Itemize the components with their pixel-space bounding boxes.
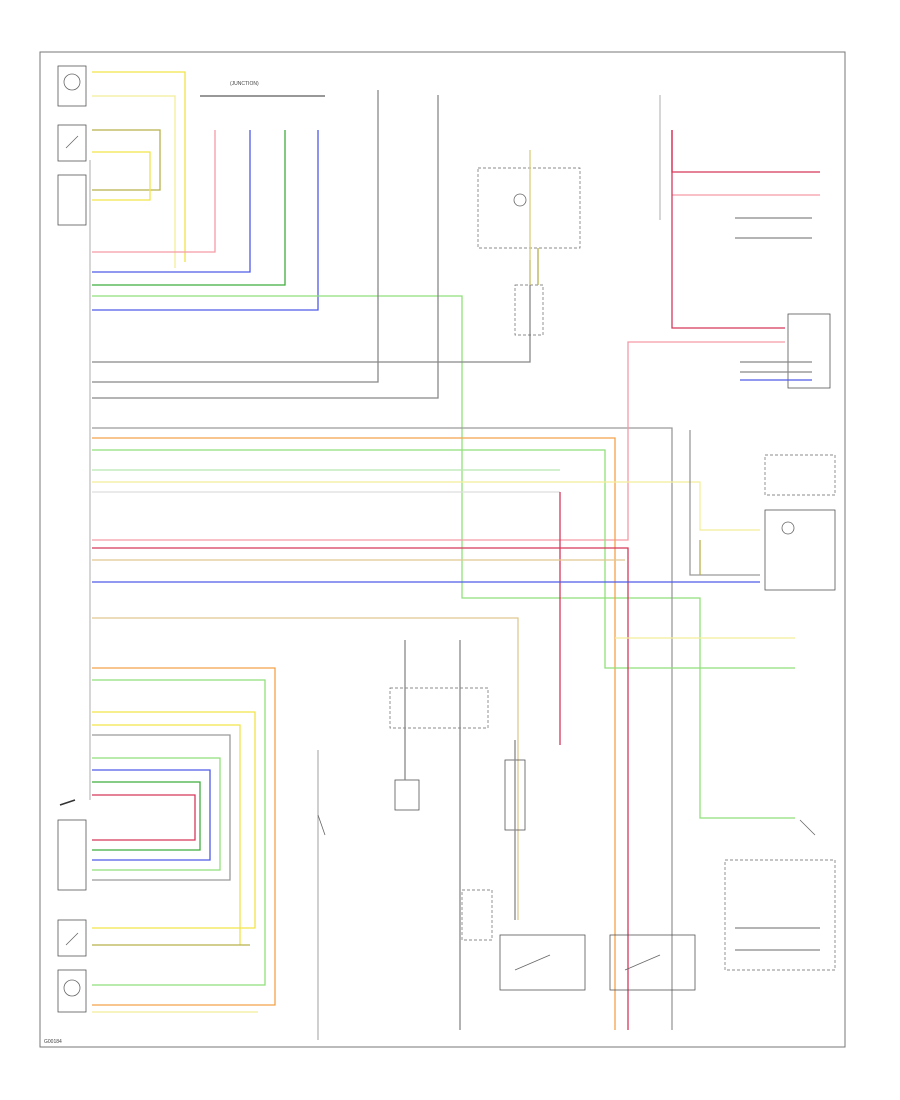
seat-belt-switch-box	[764, 454, 836, 496]
occupant-sensor-right-box	[724, 859, 836, 971]
wire-group-main	[92, 430, 795, 1030]
left-pretensioner-box	[57, 174, 87, 226]
ground-symbol-icon	[59, 799, 76, 806]
right-pretensioner-switch-icon	[65, 932, 79, 946]
spiral-cable-box	[394, 779, 420, 811]
occupant-classification-box	[764, 509, 836, 591]
combination-meter-box	[477, 167, 581, 249]
right-side-airbag-icon	[63, 979, 81, 997]
meter-lamp-icon	[513, 193, 527, 207]
left-front-sensor-switch-icon	[514, 954, 551, 971]
wire-group-fuse	[92, 90, 673, 1030]
right-lower-switch-icon	[799, 819, 816, 836]
diagram-frame	[39, 51, 846, 1048]
occupant-sensor-icon	[781, 521, 795, 535]
left-front-airbag-sensor-box	[499, 934, 586, 991]
center-airbag-sensor-box	[389, 687, 489, 729]
footer-code: G00184	[44, 1039, 62, 1045]
data-link-connector-box	[514, 284, 544, 336]
left-side-airbag-box	[57, 65, 87, 107]
right-front-airbag-sensor-box	[609, 934, 696, 991]
right-side-sensor-box	[57, 819, 87, 891]
passenger-airbag-connector	[787, 313, 831, 389]
seat-switch-icon	[317, 814, 326, 836]
wire-group-left-top	[92, 71, 795, 819]
right-front-sensor-switch-icon	[624, 954, 661, 971]
left-side-sensor-box	[57, 124, 87, 162]
wire-group-bottom-left	[92, 667, 276, 1013]
left-side-sensor-switch-icon	[65, 135, 79, 149]
left-side-airbag-icon	[63, 73, 81, 91]
junction-label: (JUNCTION)	[230, 81, 259, 87]
seat-position-sensor-box	[461, 889, 493, 941]
right-pretensioner-box	[57, 919, 87, 957]
right-side-airbag-box	[57, 969, 87, 1013]
